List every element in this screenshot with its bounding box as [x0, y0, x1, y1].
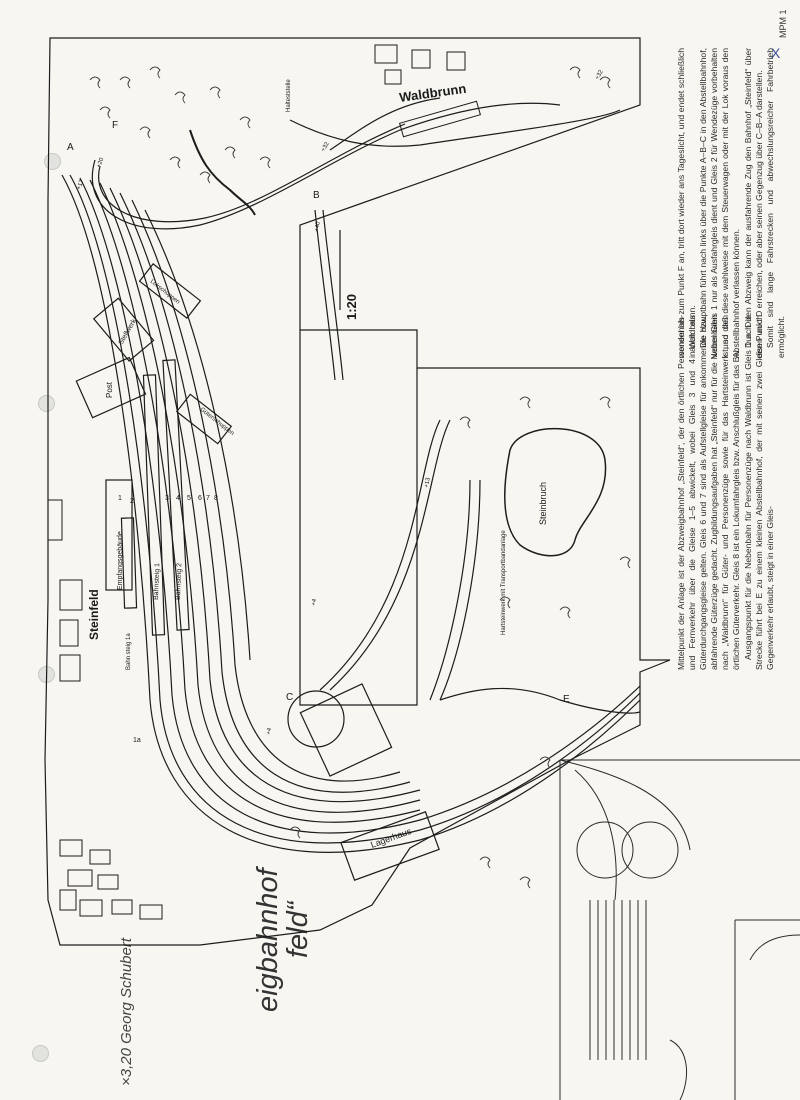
quarry-box — [299, 330, 418, 706]
stellwerk-building — [92, 297, 155, 362]
track — [439, 479, 481, 701]
platform-2 — [142, 374, 166, 636]
track — [439, 687, 641, 714]
label-bahnsteig1a: Bahn steig 1a — [126, 633, 132, 670]
grade-label: +13 — [424, 477, 432, 489]
river — [189, 129, 256, 216]
track — [79, 177, 641, 834]
track — [109, 187, 421, 803]
platform-3 — [162, 359, 190, 631]
inset-plan — [559, 759, 800, 1100]
track — [322, 209, 344, 381]
track — [289, 109, 621, 147]
tunnel-portal — [287, 690, 345, 748]
lagerhaus-small — [340, 811, 440, 881]
label-haltestelle: Halteststelle — [286, 79, 292, 112]
track — [329, 97, 441, 151]
track — [61, 174, 641, 853]
track-number: 3 — [165, 495, 169, 502]
track-number: 1a — [133, 737, 141, 744]
label-hartsteinwerk: Hartsteinwerk mit Transportbandanlage — [501, 530, 507, 635]
track — [91, 102, 561, 230]
grade-label: +20 — [96, 156, 105, 168]
margin-mark: X — [771, 45, 781, 61]
punch-hole-4 — [32, 1045, 49, 1062]
track — [99, 182, 421, 813]
label-stellwerk: Stellwerk — [118, 317, 139, 346]
point-C: C — [286, 692, 293, 703]
track-number: 7 — [206, 495, 210, 502]
steinbruch-outline — [504, 427, 607, 557]
lagerhaus-block — [299, 683, 393, 777]
label-scale: 1:20 — [344, 294, 359, 320]
forest-trees — [89, 66, 631, 889]
track-number: 6 — [198, 495, 202, 502]
track — [89, 179, 421, 823]
track — [429, 479, 471, 701]
point-A: A — [67, 142, 74, 153]
track — [98, 123, 406, 223]
label-steinbruch: Steinbruch — [538, 482, 548, 525]
platform-1 — [120, 517, 138, 609]
track-number: 5 — [187, 495, 191, 502]
track-number: 8 — [214, 495, 218, 502]
town-blocks — [47, 44, 481, 920]
plan-frame — [44, 37, 671, 946]
label-post: Post — [105, 381, 114, 398]
grade-label: +32 — [321, 141, 332, 153]
label-bahnsteig1: Bahnsteig 1 — [153, 563, 161, 600]
track — [329, 419, 451, 691]
punch-hole-2 — [38, 395, 55, 412]
track-number: 4 — [176, 495, 180, 502]
point-B: B — [313, 190, 320, 201]
grade-label: +40 — [314, 221, 322, 233]
gueterschuppen-building — [175, 393, 233, 445]
track — [69, 174, 641, 844]
grade-label: +4 — [311, 598, 318, 606]
track — [144, 209, 251, 661]
grade-label: +32 — [595, 69, 606, 81]
grade-label: +4 — [266, 727, 273, 735]
label-steinfeld: Steinfeld — [87, 589, 101, 640]
track — [119, 192, 411, 793]
track-number: 2 — [130, 498, 134, 505]
station-building — [105, 479, 133, 591]
track — [319, 419, 441, 691]
label-bahnsteig2: Bahnsteig 2 — [175, 563, 183, 600]
track — [314, 209, 336, 381]
grade-label: +17 — [76, 178, 85, 190]
track — [131, 199, 401, 782]
label-waldbrunn: Waldbrunn — [398, 81, 467, 105]
point-E: E — [563, 694, 570, 705]
label-empfangsgebaeude: Empfangsgebäude — [117, 531, 124, 590]
track-number: 1 — [118, 495, 122, 502]
point-F: F — [112, 120, 118, 131]
post-building — [75, 356, 147, 419]
